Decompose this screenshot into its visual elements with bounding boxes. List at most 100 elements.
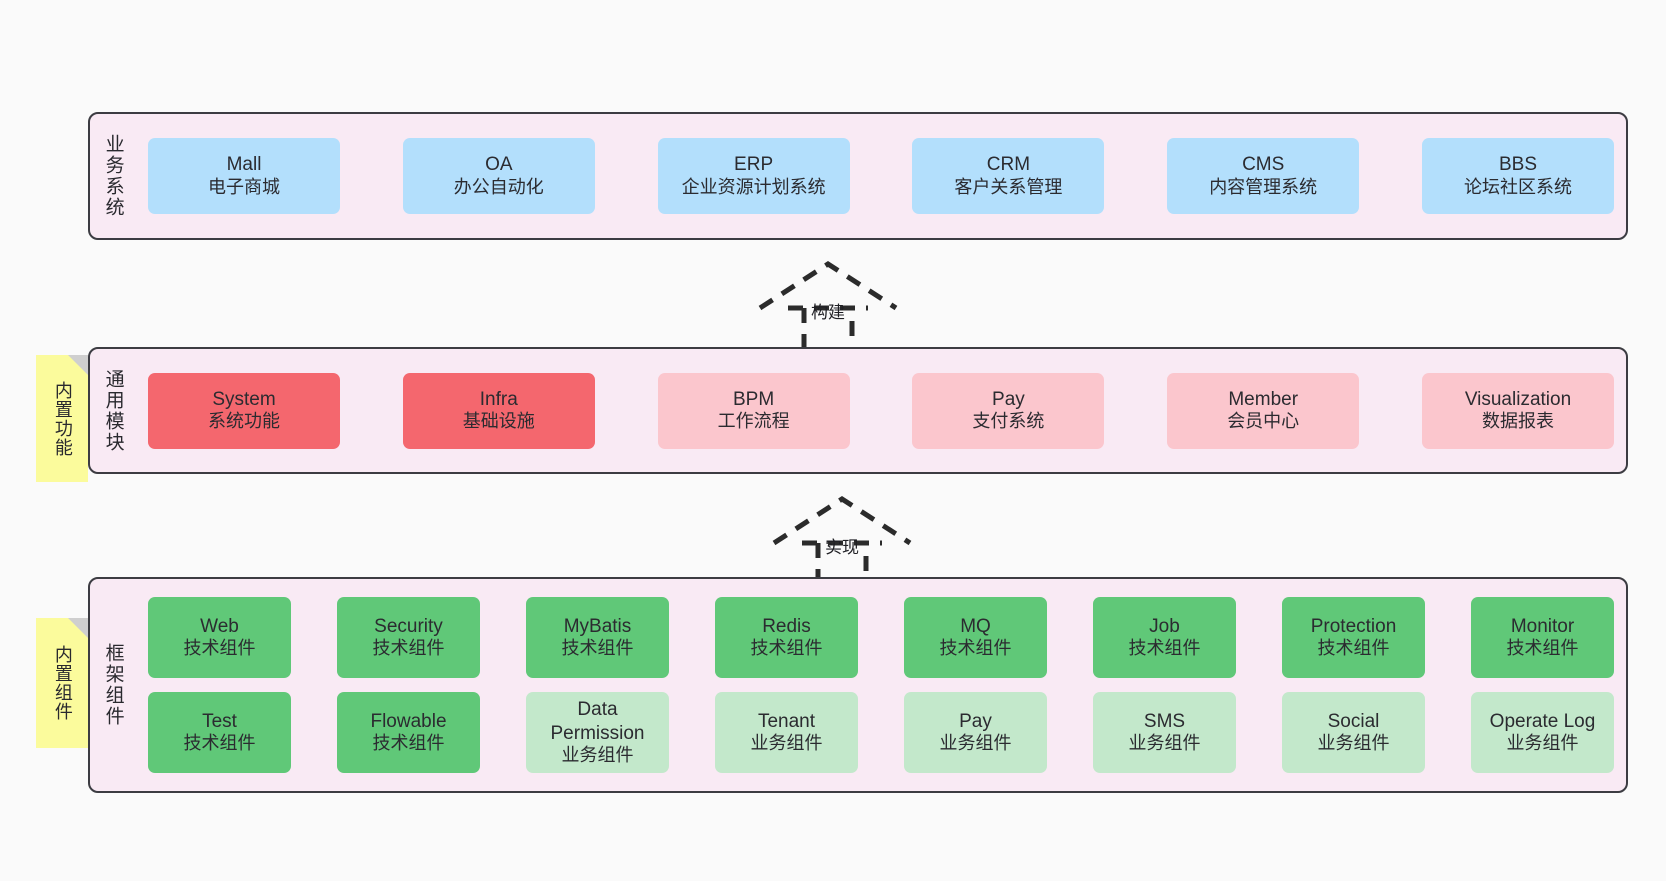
module-card-desc: 技术组件 xyxy=(372,733,445,754)
layer-common-title: 通用模块 xyxy=(102,368,124,453)
module-card-name: Security xyxy=(374,615,443,637)
module-card-name: ERP xyxy=(734,154,774,176)
module-card-name: CMS xyxy=(1242,154,1285,176)
module-card-name: CRM xyxy=(986,154,1031,176)
module-card-name: Data Permission xyxy=(550,699,645,744)
module-card-name: Mall xyxy=(226,154,262,176)
module-card-desc: 系统功能 xyxy=(208,411,280,432)
module-card-name: Monitor xyxy=(1510,615,1575,637)
module-card-name: Test xyxy=(202,710,237,732)
module-card-name: Member xyxy=(1228,388,1299,410)
module-card-desc: 办公自动化 xyxy=(453,176,544,197)
module-card-name: Redis xyxy=(762,615,811,637)
module-card-desc: 会员中心 xyxy=(1227,411,1300,432)
note-builtin-function-label: 内置功能 xyxy=(52,380,73,457)
module-card-desc: 技术组件 xyxy=(750,638,823,659)
module-card-name: Job xyxy=(1149,615,1180,637)
module-card-desc: 技术组件 xyxy=(1506,638,1579,659)
module-card-name: MyBatis xyxy=(563,615,632,637)
layer-business-title: 业务系统 xyxy=(102,134,124,218)
module-card-desc: 业务组件 xyxy=(1317,733,1390,754)
module-card-desc: 业务组件 xyxy=(939,733,1012,754)
module-card-name: Web xyxy=(200,615,239,637)
module-card-name: BPM xyxy=(733,388,775,410)
module-card-name: Infra xyxy=(479,388,518,410)
module-card-name: OA xyxy=(485,154,513,176)
module-card-desc: 技术组件 xyxy=(561,638,634,659)
module-card-name: SMS xyxy=(1143,710,1186,732)
layer-framework-title: 框架组件 xyxy=(102,643,124,727)
note-fold-icon xyxy=(68,618,88,638)
module-card-desc: 技术组件 xyxy=(183,638,256,659)
module-card-desc: 支付系统 xyxy=(972,411,1045,432)
module-card-name: Social xyxy=(1327,710,1380,732)
module-card-desc: 论坛社区系统 xyxy=(1463,176,1572,197)
module-card-name: Flowable xyxy=(370,710,447,732)
connector-build-arrow: 构建 xyxy=(748,258,908,358)
note-builtin-component-label: 内置组件 xyxy=(52,645,73,721)
module-card-name: Visualization xyxy=(1464,388,1572,410)
note-fold-icon xyxy=(68,355,88,375)
module-card-name: System xyxy=(212,388,276,410)
module-card-desc: 业务组件 xyxy=(1506,733,1579,754)
module-card-desc: 工作流程 xyxy=(717,411,790,432)
module-card-desc: 技术组件 xyxy=(939,638,1012,659)
connector-build-glyph xyxy=(758,261,898,353)
module-card-name: Protection xyxy=(1310,615,1397,637)
module-card-desc: 数据报表 xyxy=(1481,411,1554,432)
module-card-name: Pay xyxy=(959,710,992,732)
module-card-desc: 企业资源计划系统 xyxy=(681,176,826,197)
module-card-desc: 业务组件 xyxy=(750,733,823,754)
module-card-desc: 业务组件 xyxy=(561,744,634,765)
module-card-desc: 内容管理系统 xyxy=(1209,176,1318,197)
module-card-desc: 技术组件 xyxy=(183,733,256,754)
module-card-desc: 技术组件 xyxy=(372,638,445,659)
module-card-name: Operate Log xyxy=(1489,710,1596,732)
module-card-desc: 基础设施 xyxy=(462,411,535,432)
module-card-name: Tenant xyxy=(757,710,816,732)
module-card-desc: 技术组件 xyxy=(1317,638,1390,659)
module-card-name: BBS xyxy=(1498,154,1537,176)
note-builtin-function: 内置功能 xyxy=(36,355,88,482)
module-card-name: MQ xyxy=(960,615,991,637)
